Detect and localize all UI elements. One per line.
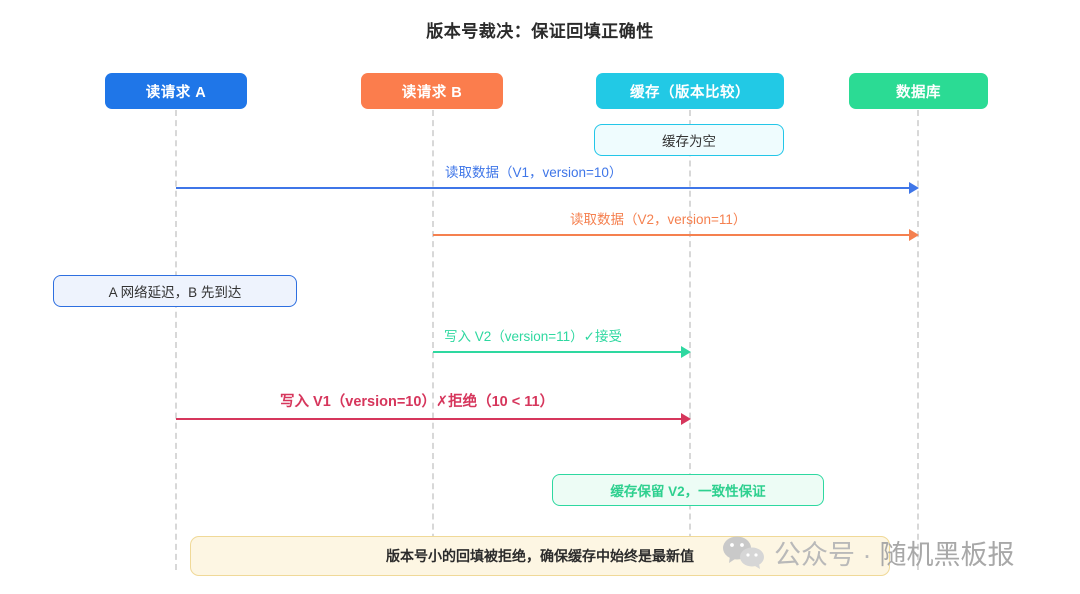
lifeline-db [917,110,919,570]
message-label-read-v1: 读取数据（V1，version=10） [445,165,623,180]
message-label-read-v2: 读取数据（V2，version=11） [570,212,747,227]
note-a-delay: A 网络延迟，B 先到达 [53,275,297,307]
actor-box-db[interactable]: 数据库 [849,73,988,109]
note-label-a-delay: A 网络延迟，B 先到达 [108,285,242,300]
message-line-read-v1 [176,187,910,189]
actor-label-db: 数据库 [896,84,941,101]
actor-label-b: 读请求 B [401,84,463,101]
note-summary: 版本号小的回填被拒绝，确保缓存中始终是最新值 [190,536,890,576]
arrow-head-icon [909,229,919,241]
note-cache-empty: 缓存为空 [594,124,784,156]
actor-label-cache: 缓存（版本比较） [630,84,750,101]
message-line-write-v2-accept [433,351,682,353]
arrow-head-icon [681,346,691,358]
note-label-cache-empty: 缓存为空 [662,134,716,149]
message-label-write-v2-accept: 写入 V2（version=11）✓接受 [444,329,622,344]
lifeline-a [175,110,177,570]
page-title: 版本号裁决：保证回填正确性 [426,22,654,41]
arrow-head-icon [681,413,691,425]
lifeline-b [432,110,434,570]
message-label-write-v1-reject: 写入 V1（version=10）✗拒绝（10 < 11） [280,394,555,410]
message-line-write-v1-reject [176,418,682,420]
actor-box-a[interactable]: 读请求 A [105,73,247,109]
actor-box-b[interactable]: 读请求 B [361,73,503,109]
lifeline-cache [689,110,691,570]
arrow-head-icon [909,182,919,194]
note-label-summary: 版本号小的回填被拒绝，确保缓存中始终是最新值 [386,548,694,564]
note-label-cache-keep: 缓存保留 V2，一致性保证 [610,484,766,499]
actor-label-a: 读请求 A [145,84,207,101]
message-line-read-v2 [433,234,910,236]
note-cache-keep: 缓存保留 V2，一致性保证 [552,474,824,506]
actor-box-cache[interactable]: 缓存（版本比较） [596,73,784,109]
watermark-text-name: 随机黑板报 [879,540,1015,570]
